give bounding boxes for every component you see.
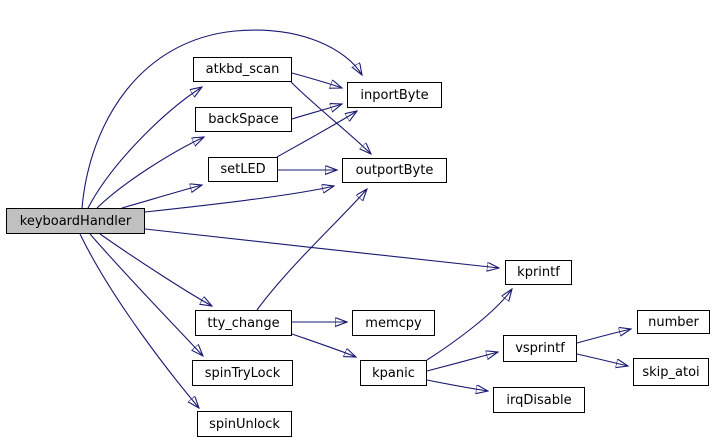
edge-kpanic-irqDisable <box>426 379 488 391</box>
node-setLED[interactable]: setLED <box>208 157 278 182</box>
edge-keyboardHandler-inportByte <box>81 29 362 209</box>
node-kpanic[interactable]: kpanic <box>360 360 427 386</box>
edge-kpanic-kprintf <box>426 289 512 361</box>
node-spinTryLock[interactable]: spinTryLock <box>192 360 293 386</box>
edge-vsprintf-skip_atoi <box>576 353 628 366</box>
node-skip_atoi[interactable]: skip_atoi <box>633 358 709 386</box>
node-vsprintf[interactable]: vsprintf <box>503 335 577 362</box>
node-keyboardHandler: keyboardHandler <box>6 208 145 234</box>
node-kprintf[interactable]: kprintf <box>505 260 572 285</box>
edge-atkbd_scan-outportByte <box>290 81 371 154</box>
edge-tty_change-outportByte <box>256 189 367 311</box>
edge-keyboardHandler-spinTryLock <box>89 233 203 356</box>
edge-keyboardHandler-backSpace <box>96 137 204 209</box>
edge-keyboardHandler-outportByte <box>144 186 334 213</box>
edge-tty_change-kpanic <box>291 333 356 357</box>
edge-atkbd_scan-inportByte <box>291 72 342 88</box>
edge-keyboardHandler-spinUnlock <box>79 233 199 408</box>
node-outportByte[interactable]: outportByte <box>342 158 447 183</box>
node-inportByte[interactable]: inportByte <box>347 82 442 108</box>
node-number[interactable]: number <box>637 310 710 334</box>
node-atkbd_scan[interactable]: atkbd_scan <box>193 57 292 82</box>
edge-kpanic-vsprintf <box>426 352 498 372</box>
edge-keyboardHandler-atkbd_scan <box>87 87 202 209</box>
edge-keyboardHandler-tty_change <box>99 233 212 306</box>
edge-backSpace-inportByte <box>291 104 342 120</box>
node-irqDisable[interactable]: irqDisable <box>493 387 585 413</box>
edge-vsprintf-number <box>576 329 631 344</box>
node-backSpace[interactable]: backSpace <box>195 107 292 132</box>
edge-keyboardHandler-setLED <box>121 185 202 209</box>
node-spinUnlock[interactable]: spinUnlock <box>197 411 292 437</box>
node-tty_change[interactable]: tty_change <box>195 310 292 336</box>
edge-keyboardHandler-kprintf <box>144 228 499 268</box>
edge-setLED-inportByte <box>276 111 357 158</box>
node-memcpy[interactable]: memcpy <box>352 310 435 336</box>
